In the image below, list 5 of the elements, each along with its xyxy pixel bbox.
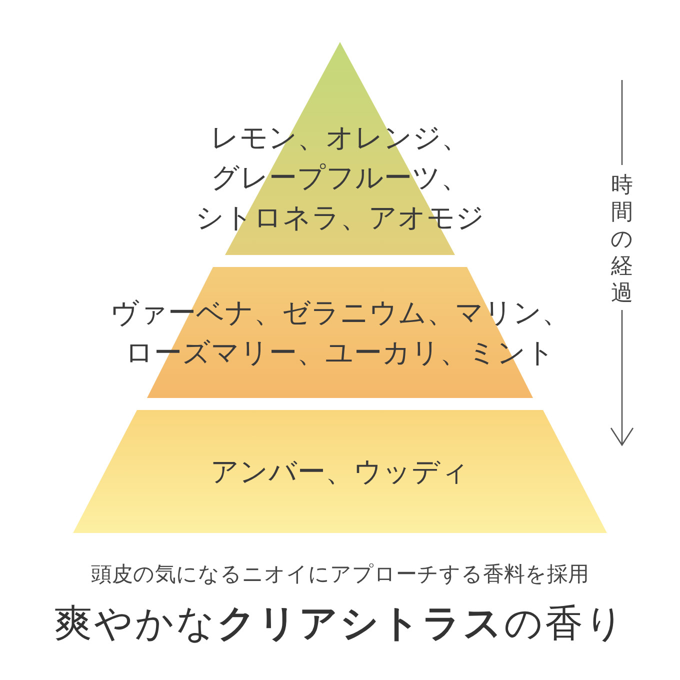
title: 爽やかなクリアシトラスの香り <box>53 600 627 647</box>
axis-label: 時間の経過 <box>610 172 634 307</box>
subtitle: 頭皮の気になるニオイにアプローチする香料を採用 <box>90 561 590 588</box>
tier-text: アンバー、ウッディ <box>210 454 470 490</box>
pyramid-tier <box>73 410 607 533</box>
